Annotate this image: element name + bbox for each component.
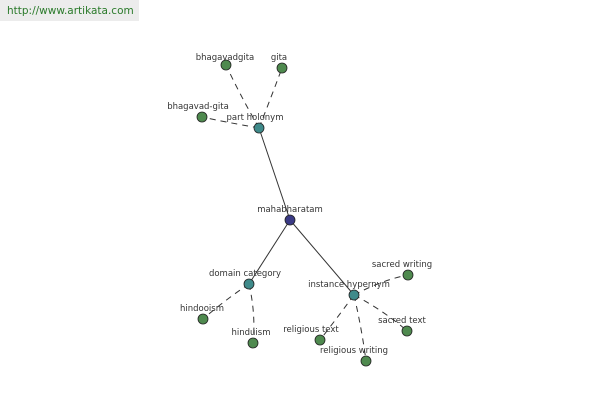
leaf-label-bhagavadgita: bhagavadgita bbox=[196, 53, 255, 63]
leaf-label-bhagavad-gita: bhagavad-gita bbox=[167, 102, 229, 112]
relation-node-part-holonym[interactable] bbox=[253, 122, 265, 134]
relation-label-domain-category: domain category bbox=[209, 269, 281, 279]
leaf-node-religious-writing[interactable] bbox=[360, 355, 372, 367]
url-bar: http://www.artikata.com bbox=[0, 0, 139, 21]
edge-religious-writing bbox=[353, 294, 367, 362]
leaf-label-hinduism: hinduism bbox=[232, 328, 271, 338]
leaf-node-bhagavad-gita[interactable] bbox=[196, 111, 208, 123]
leaf-node-hindooism[interactable] bbox=[197, 313, 209, 325]
leaf-node-religious-text[interactable] bbox=[314, 334, 326, 346]
relation-edges bbox=[248, 127, 355, 296]
leaf-node-gita[interactable] bbox=[276, 62, 288, 74]
relation-label-instance-hypernym: instance hypernym bbox=[308, 280, 390, 290]
edge-root-domain-category bbox=[248, 219, 291, 285]
leaf-label-sacred-writing: sacred writing bbox=[372, 260, 432, 270]
edge-root-instance-hypernym bbox=[289, 219, 355, 296]
leaf-node-bhagavadgita[interactable] bbox=[220, 59, 232, 71]
leaf-node-hinduism[interactable] bbox=[247, 337, 259, 349]
leaf-node-sacred-text[interactable] bbox=[401, 325, 413, 337]
leaf-label-hindooism: hindooism bbox=[180, 304, 224, 314]
root-label: mahabharatam bbox=[257, 205, 323, 215]
edge-gita bbox=[258, 67, 283, 129]
relation-label-part-holonym: part holonym bbox=[227, 113, 284, 123]
leaf-label-gita: gita bbox=[271, 53, 287, 63]
root-node[interactable] bbox=[284, 214, 296, 226]
edge-religious-text bbox=[319, 294, 355, 341]
leaf-node-sacred-writing[interactable] bbox=[402, 269, 414, 281]
edge-bhagavad-gita bbox=[201, 116, 260, 129]
relation-node-domain-category[interactable] bbox=[243, 278, 255, 290]
relation-node-instance-hypernym[interactable] bbox=[348, 289, 360, 301]
edge-bhagavadgita bbox=[225, 64, 260, 129]
edge-root-part-holonym bbox=[258, 127, 291, 221]
site-url-link[interactable]: http://www.artikata.com bbox=[7, 5, 134, 17]
leaf-label-sacred-text: sacred text bbox=[378, 316, 426, 326]
leaf-label-religious-text: religious text bbox=[283, 325, 339, 335]
leaf-label-religious-writing: religious writing bbox=[320, 346, 388, 356]
